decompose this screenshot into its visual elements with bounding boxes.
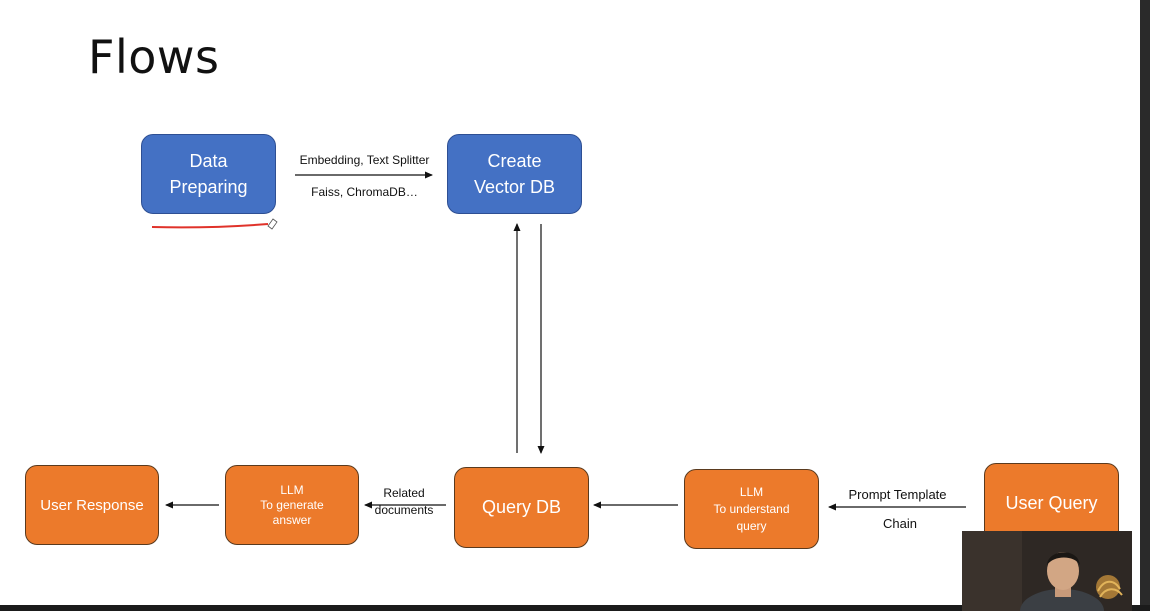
webcam-overlay [962,531,1132,611]
node-user-response: User Response [25,465,159,545]
label-related-documents: Related documents [374,486,434,517]
node-query-db: Query DB [454,467,589,548]
red-underline-annotation [151,223,269,229]
label-prompt-template: Prompt Template [848,487,947,502]
slide-title: Flows [88,30,220,84]
label-embedding: Embedding, Text Splitter [299,153,430,167]
pen-cursor-icon [267,218,278,230]
window-right-edge [1140,0,1150,611]
presenter-video-icon [962,531,1132,611]
window-bottom-edge [0,605,1150,611]
label-chain: Chain [883,516,917,531]
label-faiss: Faiss, ChromaDB… [311,185,418,199]
